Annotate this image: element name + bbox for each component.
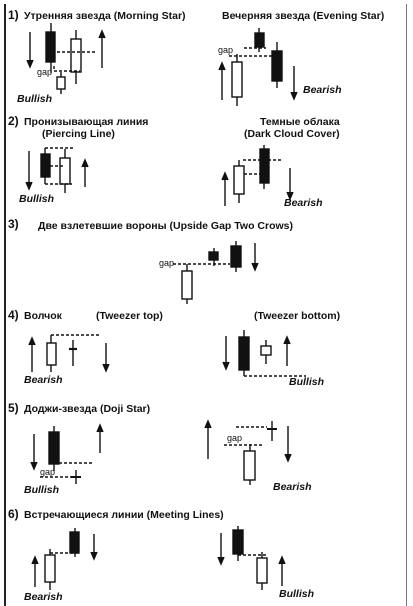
candle-2-black-body — [259, 148, 270, 184]
candle-3-black-body — [271, 50, 283, 82]
tweezer-top-signal: Bearish — [24, 374, 63, 386]
section-6-number: 6) — [8, 507, 19, 521]
dark-cloud-title-ru: Темные облака — [260, 116, 340, 128]
down-trend-arrowhead — [284, 453, 292, 463]
down-trend-arrowhead — [222, 361, 230, 371]
candle-2-black-body — [69, 531, 80, 554]
down-trend-arrowhead — [26, 59, 34, 69]
piercing-line-signal: Bullish — [19, 193, 55, 205]
morning-star-gap-label: gap — [37, 67, 53, 77]
doji-right-gap-label: gap — [227, 433, 243, 443]
morning-star-title: Утренняя звезда (Morning Star) — [24, 10, 186, 22]
meeting-lines-right-signal: Bullish — [279, 588, 315, 600]
meeting-lines-bearish-pattern — [31, 528, 98, 590]
morning-star-signal: Bullish — [17, 93, 53, 105]
tweezer-bottom-pattern — [222, 330, 306, 377]
morning-star-pattern — [26, 23, 106, 94]
candle-3-white-body — [70, 38, 82, 73]
right-border — [406, 4, 407, 606]
piercing-line-pattern — [25, 147, 89, 193]
evening-star-pattern — [218, 28, 298, 106]
evening-star-gap-label: gap — [218, 45, 234, 55]
up-trend-arrowhead — [96, 423, 104, 433]
evening-star-title: Вечерняя звезда (Evening Star) — [222, 10, 385, 22]
candle-2-black-body — [208, 251, 219, 261]
up-trend-arrowhead — [278, 555, 286, 565]
candle-1-white-body — [233, 165, 245, 195]
candle-2-white-body — [256, 557, 268, 584]
up-trend-arrowhead — [31, 555, 39, 565]
candle-1-black-body — [232, 529, 244, 555]
dark-cloud-signal: Bearish — [284, 197, 323, 209]
candle-1-black-body — [40, 153, 51, 178]
candle-1-white-body — [44, 554, 56, 583]
candle-2-white-body — [56, 76, 66, 90]
meeting-lines-left-signal: Bearish — [24, 591, 63, 603]
up-trend-arrowhead — [28, 336, 36, 346]
gap-dash-line-lower — [53, 66, 80, 72]
up-trend-arrowhead — [218, 61, 226, 71]
doji-right-signal: Bearish — [273, 481, 312, 493]
up-trend-arrowhead — [221, 171, 229, 181]
section-3-number: 3) — [8, 217, 19, 231]
up-trend-arrowhead — [283, 335, 291, 345]
doji-star-bullish-pattern — [30, 423, 104, 484]
doji-star-bearish-pattern — [204, 419, 292, 485]
left-border — [4, 4, 6, 606]
tweezer-bottom-signal: Bullish — [289, 376, 325, 388]
dark-cloud-cover-pattern — [221, 145, 294, 206]
down-trend-arrowhead — [30, 461, 38, 471]
up-trend-arrowhead — [204, 419, 212, 429]
down-trend-arrowhead — [286, 191, 294, 201]
down-trend-arrowhead — [290, 91, 298, 101]
meeting-lines-bullish-pattern — [217, 526, 286, 590]
section-1-number: 1) — [8, 8, 19, 22]
tweezer-bottom-title: (Tweezer bottom) — [254, 310, 341, 322]
piercing-line-title-ru: Пронизывающая линия — [24, 116, 149, 128]
tweezer-top-title: (Tweezer top) — [96, 310, 163, 322]
doji-left-signal: Bullish — [24, 484, 60, 496]
meeting-lines-title: Встречающиеся линии (Meeting Lines) — [24, 509, 224, 521]
up-trend-arrowhead — [98, 29, 106, 39]
section-4-number: 4) — [8, 308, 19, 322]
down-trend-arrowhead — [102, 363, 110, 373]
candle-1-white-body — [231, 61, 243, 98]
tweezer-top-pattern — [28, 334, 110, 373]
section-5-number: 5) — [8, 401, 19, 415]
down-trend-arrowhead — [25, 181, 33, 191]
candle-2-white-body — [260, 345, 272, 356]
piercing-line-title-en: (Piercing Line) — [42, 128, 115, 140]
candle-2-black-body — [254, 32, 265, 48]
down-trend-arrowhead — [217, 556, 225, 566]
candle-3-black-body — [230, 245, 242, 268]
evening-star-signal: Bearish — [303, 84, 342, 96]
candle-1-black-body — [238, 336, 250, 371]
upside-gap-two-crows-pattern — [173, 241, 259, 304]
doji-left-gap-label: gap — [40, 467, 56, 477]
section-2-number: 2) — [8, 114, 19, 128]
down-trend-arrowhead — [90, 551, 98, 561]
candle-1-black-body — [45, 31, 56, 63]
candle-1-white-body — [181, 270, 193, 300]
upside-gap-two-crows-title: Две взлетевшие вороны (Upside Gap Two Cr… — [38, 220, 293, 232]
candle-1-white-body — [46, 342, 57, 366]
down-trend-arrowhead — [251, 262, 259, 272]
dark-cloud-title-en: (Dark Cloud Cover) — [244, 128, 340, 140]
two-crows-gap-label: gap — [159, 258, 175, 268]
up-trend-arrowhead — [81, 158, 89, 168]
doji-star-title: Доджи-звезда (Doji Star) — [24, 403, 151, 415]
spinning-top-title: Волчок — [24, 310, 62, 322]
candle-2-white-body — [59, 157, 71, 185]
candle-1-black-body — [48, 431, 60, 465]
candle-1-white-body — [243, 450, 256, 481]
